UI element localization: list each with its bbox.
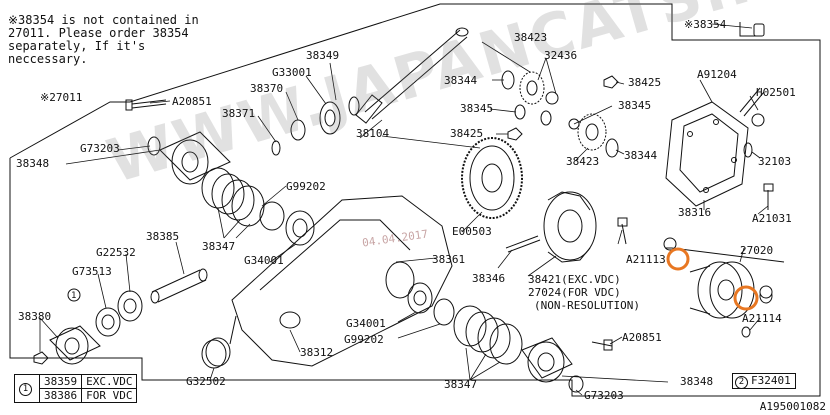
- label-38312[interactable]: 38312: [300, 346, 334, 359]
- label-27020[interactable]: 27020: [740, 244, 774, 257]
- label-a21031[interactable]: A21031: [752, 212, 792, 225]
- label-g73203-left[interactable]: G73203: [80, 142, 120, 155]
- figure-number: 2: [735, 376, 748, 389]
- label-e00503[interactable]: E00503: [452, 225, 492, 238]
- label-38425-left[interactable]: 38425: [450, 127, 484, 140]
- label-non-resolution: (NON-RESOLUTION): [534, 299, 640, 312]
- label-g34001-left[interactable]: G34001: [244, 254, 284, 267]
- highlight-a21114: [733, 285, 759, 311]
- gear-38423-right: [577, 113, 607, 151]
- pinion-shaft: [355, 27, 469, 124]
- label-g73203-right[interactable]: G73203: [584, 389, 624, 402]
- flange-38348-right: [521, 337, 573, 383]
- label-32103[interactable]: 32103: [758, 155, 792, 168]
- nut-38425-a: [603, 75, 619, 89]
- bearing-g33001: [319, 101, 341, 135]
- gear-38423-top: [519, 71, 545, 105]
- variant-legend: 1 38359 EXC.VDC 38386 FOR VDC: [14, 374, 138, 403]
- washer-38371: [271, 140, 281, 156]
- legend-desc: FOR VDC: [81, 388, 138, 403]
- shim-stack-right: [453, 305, 523, 365]
- label-38385[interactable]: 38385: [146, 230, 180, 243]
- washer-38344-right: [605, 138, 619, 158]
- label-g73513[interactable]: G73513: [72, 265, 112, 278]
- document-id: A195001082: [759, 400, 826, 413]
- nut-38380: [33, 351, 49, 365]
- bearing-g34001-right: [407, 282, 433, 314]
- nut-38425-b: [507, 127, 523, 141]
- label-a21113[interactable]: A21113: [626, 253, 666, 266]
- label-38347-right[interactable]: 38347: [444, 378, 478, 391]
- label-27011[interactable]: ※27011: [40, 91, 83, 104]
- label-38104[interactable]: 38104: [356, 127, 390, 140]
- label-a20851-top[interactable]: A20851: [172, 95, 212, 108]
- breather-h02501: [751, 113, 765, 127]
- figure-code: F32401: [751, 374, 791, 387]
- bearing-g73513: [95, 307, 121, 337]
- bearing-g22532: [117, 290, 143, 322]
- label-38380[interactable]: 38380: [18, 310, 52, 323]
- label-38345-right[interactable]: 38345: [618, 99, 652, 112]
- label-38346[interactable]: 38346: [472, 272, 506, 285]
- label-g33001[interactable]: G33001: [272, 66, 312, 79]
- label-38425-top[interactable]: 38425: [628, 76, 662, 89]
- label-circle-1: 1: [71, 291, 77, 301]
- label-38423-right[interactable]: 38423: [566, 155, 600, 168]
- label-38361[interactable]: 38361: [432, 253, 466, 266]
- flange-38348-left: [159, 131, 231, 185]
- label-g22532[interactable]: G22532: [96, 246, 136, 259]
- ring-gear: [461, 137, 523, 219]
- assembly-outline: [9, 3, 821, 397]
- seal-g99202-right: [433, 298, 455, 326]
- seal-g99202-left: [259, 201, 285, 231]
- label-27024[interactable]: 27024(FOR VDC): [528, 286, 621, 299]
- legend-part[interactable]: 38359: [38, 374, 83, 389]
- label-38344-top[interactable]: 38344: [444, 74, 478, 87]
- label-38316[interactable]: 38316: [678, 206, 712, 219]
- label-g34001-right[interactable]: G34001: [346, 317, 386, 330]
- label-38344-right[interactable]: 38344: [624, 149, 658, 162]
- shim-stack-left: [201, 167, 265, 227]
- label-32436[interactable]: 32436: [544, 49, 578, 62]
- label-38348-right[interactable]: 38348: [680, 375, 714, 388]
- label-38348-left[interactable]: 38348: [16, 157, 50, 170]
- label-a21114[interactable]: A21114: [742, 312, 782, 325]
- legend-number: 1: [14, 374, 40, 403]
- label-38345-left[interactable]: 38345: [460, 102, 494, 115]
- order-note: ※38354 is not contained in 27011. Please…: [8, 13, 199, 66]
- label-h02501[interactable]: H02501: [756, 86, 796, 99]
- label-38349[interactable]: 38349: [306, 49, 340, 62]
- pin-38346: [505, 235, 539, 249]
- label-38370[interactable]: 38370: [250, 82, 284, 95]
- oring-g73203-right: [568, 375, 584, 393]
- bolt-32103: [743, 142, 753, 158]
- bearing-g32502: [201, 339, 227, 369]
- label-a20851-right[interactable]: A20851: [622, 331, 662, 344]
- flange-38380: [49, 325, 101, 365]
- legend-desc: EXC.VDC: [81, 374, 138, 389]
- bearing-g34001-left: [285, 210, 315, 246]
- housing-38361: [205, 195, 453, 367]
- label-g99202-right[interactable]: G99202: [344, 333, 384, 346]
- label-38354[interactable]: ※38354: [684, 18, 727, 31]
- label-38347-left[interactable]: 38347: [202, 240, 236, 253]
- label-g32502[interactable]: G32502: [186, 375, 226, 388]
- label-38423-top[interactable]: 38423: [514, 31, 548, 44]
- diff-case: [543, 191, 597, 263]
- label-38421[interactable]: 38421(EXC.VDC): [528, 273, 621, 286]
- label-g99202-left[interactable]: G99202: [286, 180, 326, 193]
- highlight-a21113: [666, 247, 690, 271]
- legend-part[interactable]: 38386: [38, 388, 83, 403]
- seal-38349: [348, 96, 360, 116]
- label-38371[interactable]: 38371: [222, 107, 256, 120]
- label-a91204[interactable]: A91204: [697, 68, 737, 81]
- tube-38385: [150, 268, 208, 304]
- cover-38316: [665, 101, 749, 207]
- clip-38345: [514, 104, 526, 120]
